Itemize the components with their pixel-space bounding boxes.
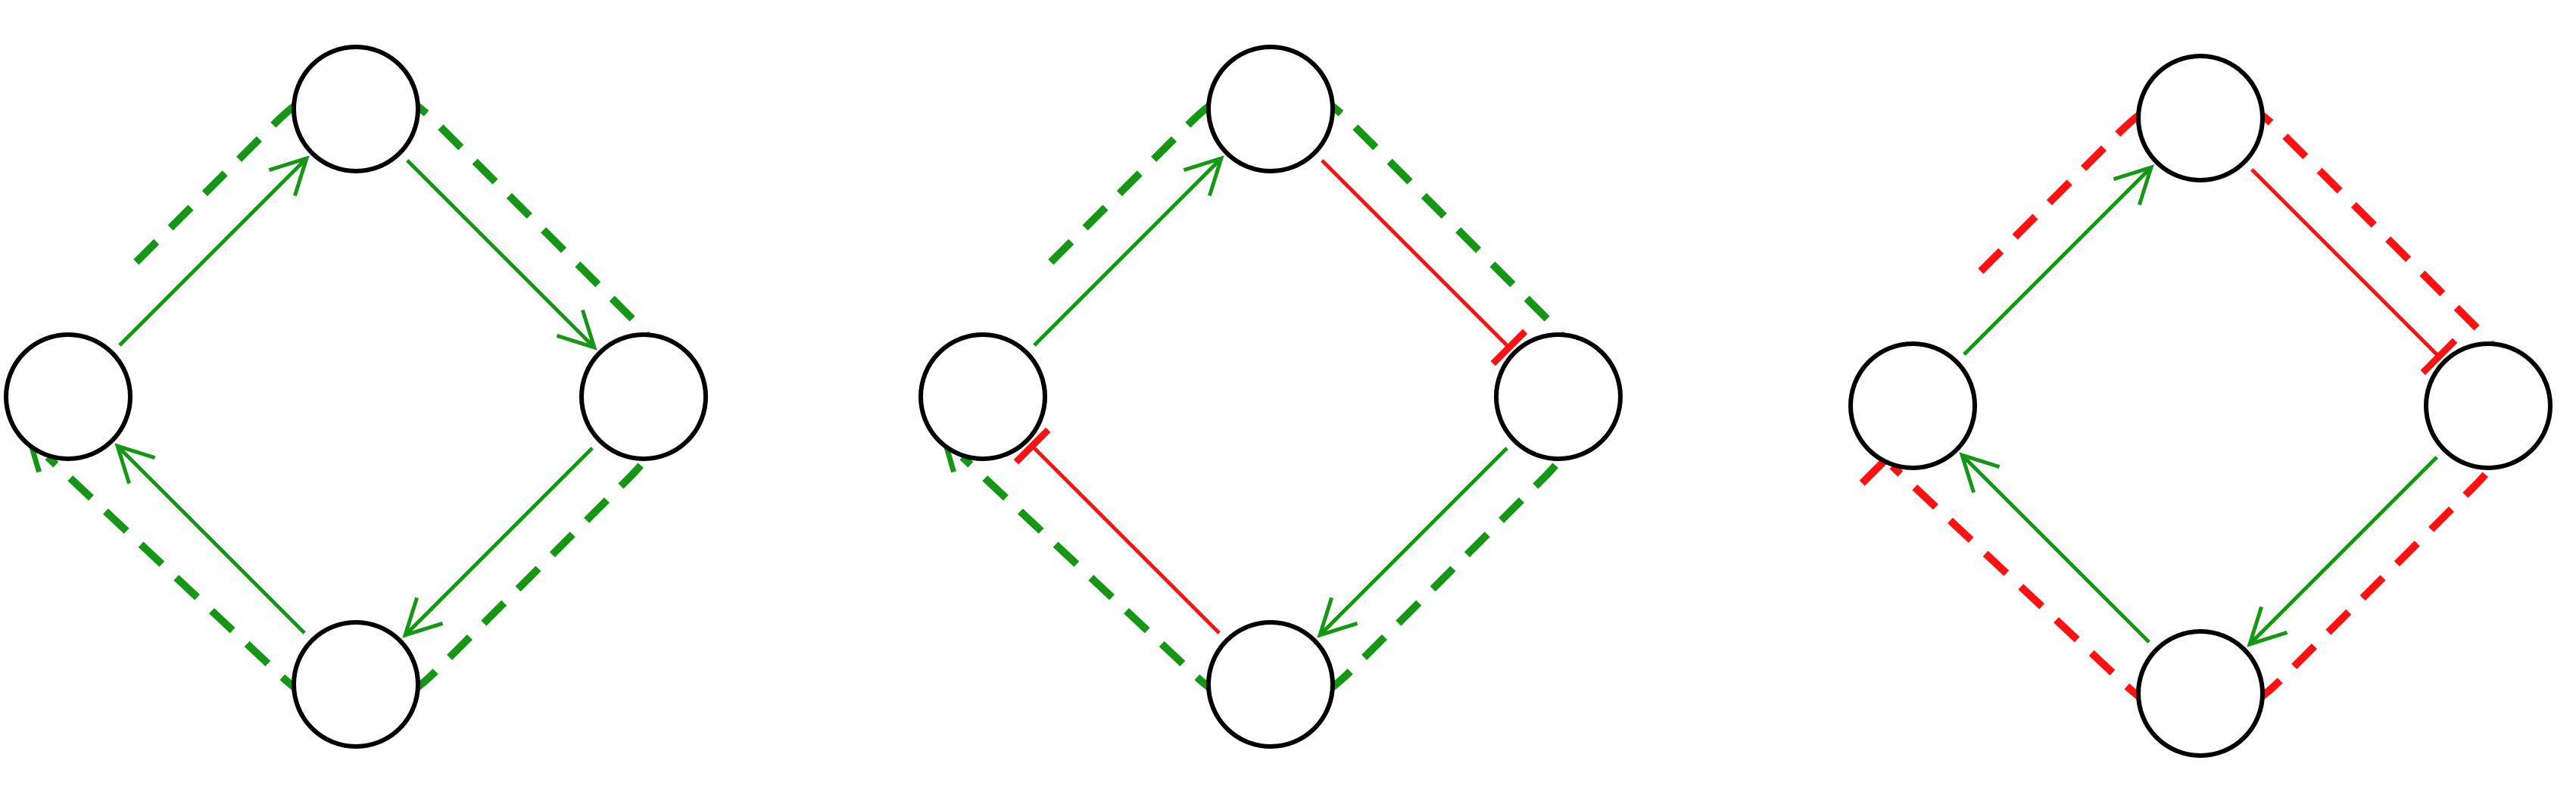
edge-top-to-right [2250,168,2458,376]
feedback-loop [959,79,1589,715]
edge-right-to-bottom [1317,447,1508,638]
motif-3 [1848,54,2553,758]
edge-top-to-right [406,159,597,351]
node-bottom [1206,620,1335,749]
edge-line [1321,159,1511,349]
arrow-head [2247,606,2288,647]
feedback-loop [45,79,674,715]
inhibition-bar [2420,338,2458,376]
node-right [1494,332,1623,461]
edge-line [1318,447,1508,637]
arrow-head [1317,597,1358,638]
arrow-head [268,155,310,197]
node-right [579,332,708,461]
feedback-loop [1889,88,2518,724]
edge-line [406,159,596,349]
inhibition-bar [1013,427,1051,465]
motif-1 [4,45,708,749]
inhibition-bar [1490,329,1528,366]
arrow-head [1183,155,1224,197]
edge-line [1033,157,1223,347]
edge-line [2250,168,2440,358]
edge-right-to-bottom [402,447,594,638]
edge-line [2248,456,2438,646]
arrow-head [1959,452,2001,494]
edge-line [404,447,594,637]
edge-bottom-to-left [1013,427,1221,634]
edge-left-to-top [118,155,310,347]
arrow-head [2113,164,2154,206]
edge-line [1960,453,2150,644]
arrow-head [402,597,444,638]
node-bottom [292,620,420,749]
edge-left-to-top [1033,155,1224,347]
edge-right-to-bottom [2247,456,2438,647]
edge-left-to-top [1963,164,2154,356]
node-top [292,45,420,173]
node-right [2424,341,2553,470]
node-bottom [2136,629,2265,758]
edge-line [1031,444,1221,634]
motif-2 [918,45,1623,749]
arrow-head [114,443,156,485]
edge-line [118,157,308,347]
edge-bottom-to-left [1959,452,2150,644]
arrow-head [556,309,597,351]
node-left [4,332,133,461]
node-left [1848,341,1977,470]
edge-top-to-right [1321,159,1528,366]
edge-line [1963,166,2153,356]
node-left [918,332,1047,461]
edge-line [116,444,306,634]
edge-bottom-to-left [114,443,306,634]
node-top [1206,45,1335,173]
node-top [2136,54,2265,182]
